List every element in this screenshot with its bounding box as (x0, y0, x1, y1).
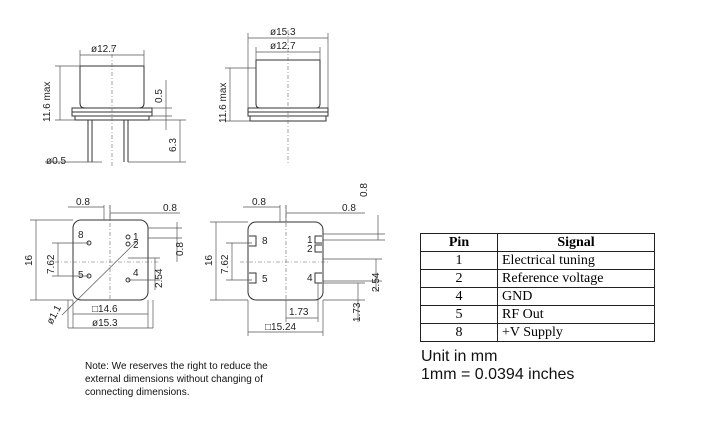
dim-height-right: 11.6 max (218, 83, 229, 123)
dim-top-right-b: 0.8 (342, 203, 356, 214)
signal-cell: +V Supply (497, 323, 655, 342)
dim-cap-diameter-right: ø12.7 (270, 41, 296, 52)
dim-pin-diameter: ø0.5 (46, 156, 66, 167)
pin-hole-2: 2 (125, 240, 139, 251)
units-info: Unit in mm 1mm = 0.0394 inches (421, 348, 574, 384)
dim-height-bottom-left: 16 (24, 254, 35, 266)
pad-5: 5 (249, 272, 268, 285)
note-line-2: external dimensions without changing of (85, 374, 263, 385)
dim-offset-horizontal: 1.73 (289, 307, 309, 318)
pin-cell: 5 (420, 305, 498, 324)
dim-pin-spacing-left: 2.54 (154, 268, 165, 288)
dim-pitch-left: 7.62 (46, 254, 57, 274)
side-view-left: ø12.7 11.6 max 0.5 6.3 ø0.5 (42, 44, 186, 168)
pin-hole-1: 1 (125, 232, 139, 243)
signal-cell: GND (497, 287, 655, 306)
signal-cell: Electrical tuning (497, 251, 655, 270)
pin-cell: 1 (420, 251, 498, 270)
side-view-right: ø15.3 ø12.7 11.6 max (218, 27, 329, 165)
dim-top-right-a: 0.8 (252, 197, 266, 208)
dim-pin-length: 6.3 (168, 138, 179, 152)
svg-text:8: 8 (262, 236, 268, 247)
table-header-row: Pin Signal (420, 233, 655, 252)
pad-1: 1 (307, 235, 322, 246)
dim-top-left-b: 0.8 (163, 203, 177, 214)
dim-offset-vertical: 1.73 (352, 302, 363, 322)
bottom-view-left: 8 1 2 5 4 0.8 0.8 0.8 16 7.62 2.54 ø1.1 (24, 197, 186, 329)
pin-hole-5: 5 (78, 270, 92, 281)
note-line-1: Note: We reserves the right to reduce th… (85, 361, 268, 372)
svg-text:2: 2 (133, 240, 139, 251)
svg-text:5: 5 (78, 270, 84, 281)
dim-top-left-a: 0.8 (76, 197, 90, 208)
pin-cell: 8 (420, 323, 498, 342)
dim-pin-spacing-right: 2.54 (371, 272, 382, 292)
svg-text:1: 1 (307, 235, 313, 246)
dim-square-left: □14.6 (92, 304, 118, 315)
pad-2: 2 (307, 244, 322, 255)
table-row: 8+V Supply (420, 323, 655, 342)
dim-side-left: 0.8 (175, 242, 186, 256)
dim-flange-left: 0.5 (154, 89, 165, 103)
header-signal: Signal (497, 233, 655, 252)
dim-pitch-right: 7.62 (220, 254, 231, 274)
pin-cell: 2 (420, 269, 498, 288)
dim-height-left: 11.6 max (42, 82, 53, 122)
dim-side-top-right: 0.8 (359, 183, 370, 197)
dim-flange-diameter-right: ø15.3 (270, 27, 296, 38)
dim-hole-diameter: ø1.1 (45, 303, 64, 326)
signal-cell: RF Out (497, 305, 655, 324)
svg-text:4: 4 (133, 268, 139, 279)
units-line-1: Unit in mm (421, 348, 498, 365)
dim-height-bottom-right: 16 (204, 254, 215, 266)
bottom-view-right: 8 5 1 2 4 0.8 0.8 0.8 16 7.62 2.54 (204, 183, 385, 336)
pad-8: 8 (249, 235, 268, 247)
svg-text:8: 8 (78, 230, 84, 241)
header-pin: Pin (420, 233, 498, 252)
disclaimer-note: Note: We reserves the right to reduce th… (85, 360, 315, 399)
pin-cell: 4 (420, 287, 498, 306)
dim-diameter-bottom-left: ø15.3 (92, 318, 118, 329)
svg-text:4: 4 (307, 273, 313, 284)
pad-4: 4 (307, 272, 322, 284)
units-line-2: 1mm = 0.0394 inches (421, 366, 575, 383)
svg-text:5: 5 (262, 274, 268, 285)
svg-text:2: 2 (307, 244, 313, 255)
signal-cell: Reference voltage (497, 269, 655, 288)
dim-square-right: □15.24 (265, 322, 297, 333)
svg-text:1: 1 (133, 232, 139, 243)
note-line-3: connecting dimensions. (85, 387, 190, 398)
dim-cap-diameter-left: ø12.7 (91, 44, 117, 55)
